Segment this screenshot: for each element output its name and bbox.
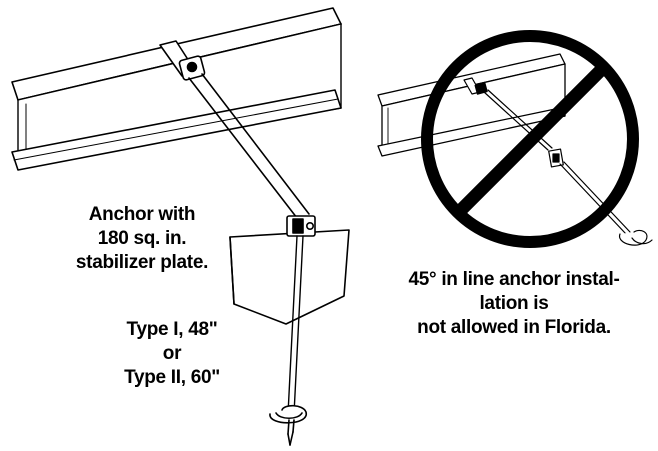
left-caption-line-2: 180 sq. in. <box>97 228 187 249</box>
stabilizer-plate <box>229 229 350 325</box>
anchor-helix <box>269 404 307 446</box>
left-caption-line-1: Anchor with <box>88 204 196 225</box>
no-sign-icon <box>421 30 639 248</box>
right-caption: 45° in line anchor instal- lation is not… <box>376 268 652 340</box>
left-i-beam <box>11 7 342 171</box>
type-line-1: Type I, 48" <box>126 319 218 340</box>
type-line-3: Type II, 60" <box>124 367 220 388</box>
left-beam-strap <box>159 40 206 81</box>
right-caption-line-1: 45° in line anchor instal- <box>408 269 620 290</box>
right-caption-line-2: lation is <box>479 293 549 314</box>
type-line-2: or <box>162 343 182 364</box>
left-caption: Anchor with 180 sq. in. stabilizer plate… <box>62 203 222 275</box>
right-caption-line-3: not allowed in Florida. <box>417 317 611 338</box>
anchor-rod <box>287 235 304 415</box>
left-tie-strap <box>188 73 310 219</box>
right-inline-strap <box>463 77 653 246</box>
anchor-type-caption: Type I, 48" or Type II, 60" <box>96 318 248 390</box>
left-caption-line-3: stabilizer plate. <box>75 252 209 273</box>
anchor-head <box>286 215 316 237</box>
